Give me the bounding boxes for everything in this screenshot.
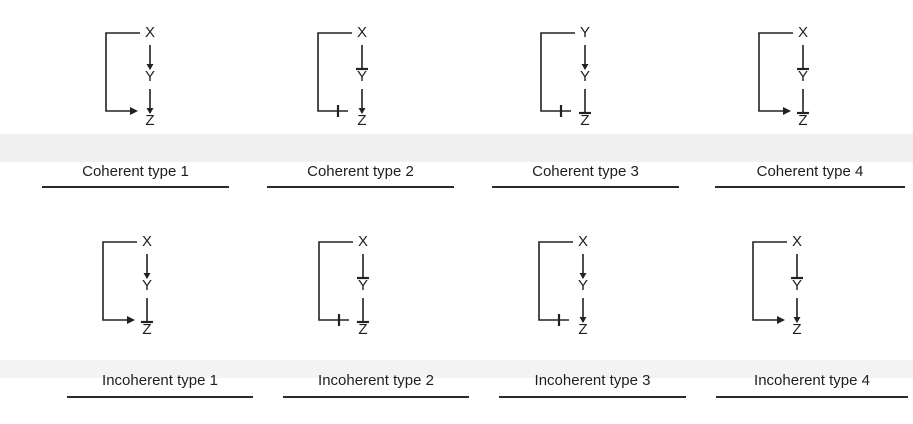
x-to-z-edge xyxy=(540,32,575,112)
motif-graph xyxy=(318,241,369,326)
node-top: X xyxy=(144,24,155,41)
motif-graph xyxy=(105,32,154,115)
background-band-top xyxy=(0,134,913,162)
caption-rule xyxy=(42,186,229,188)
motif-caption: Incoherent type 1 xyxy=(102,372,218,389)
x-to-z-arrowhead-icon xyxy=(127,316,135,324)
node-bot: Z xyxy=(357,112,367,129)
node-top: X xyxy=(797,24,808,41)
motif-graph xyxy=(317,32,368,117)
node-bot: Z xyxy=(358,321,368,338)
motif-graph xyxy=(102,241,153,324)
node-mid: Y xyxy=(577,277,588,294)
motif-caption: Incoherent type 2 xyxy=(318,372,434,389)
caption-rule xyxy=(492,186,679,188)
ffl-motif-6: X Y Z xyxy=(263,233,463,338)
motif-graph xyxy=(540,32,591,117)
node-bot: Z xyxy=(145,112,155,129)
motif-caption: Incoherent type 3 xyxy=(534,372,651,389)
y-to-z-arrowhead-icon xyxy=(358,108,366,114)
x-to-y-arrowhead-icon xyxy=(146,64,154,70)
y-to-z-arrowhead-icon xyxy=(793,317,801,323)
ffl-motif-1: X Y Z xyxy=(50,24,250,129)
x-to-z-edge xyxy=(317,32,352,112)
background-band-bottom xyxy=(0,360,913,378)
caption-rule xyxy=(716,396,908,398)
node-top: Y xyxy=(579,24,590,41)
x-to-z-edge xyxy=(752,241,787,321)
caption-rule xyxy=(715,186,905,188)
caption-rule xyxy=(67,396,253,398)
node-top: X xyxy=(357,233,368,250)
node-mid: Y xyxy=(144,68,155,85)
node-bot: Z xyxy=(142,321,152,338)
x-to-z-edge xyxy=(758,32,793,112)
x-to-z-arrowhead-icon xyxy=(783,107,791,115)
motif-graph xyxy=(758,32,809,115)
node-top: X xyxy=(791,233,802,250)
x-to-z-arrowhead-icon xyxy=(130,107,138,115)
node-mid: Y xyxy=(791,277,802,294)
ffl-motif-8: X Y Z xyxy=(697,233,897,338)
node-top: X xyxy=(141,233,152,250)
ffl-motif-3: Y Y Z xyxy=(485,24,685,129)
caption-rule xyxy=(499,396,686,398)
node-bot: Z xyxy=(578,321,588,338)
node-top: X xyxy=(356,24,367,41)
caption-rule xyxy=(267,186,454,188)
node-bot: Z xyxy=(792,321,802,338)
x-to-y-arrowhead-icon xyxy=(579,273,587,279)
motif-caption: Coherent type 4 xyxy=(756,163,864,180)
motif-graph xyxy=(752,241,803,324)
node-mid: Y xyxy=(141,277,152,294)
node-mid: Y xyxy=(356,68,367,85)
motif-graph xyxy=(538,241,587,326)
caption-rule xyxy=(283,396,469,398)
ffl-motif-7: X Y Z xyxy=(483,233,683,338)
x-to-z-edge xyxy=(538,241,573,321)
node-top: X xyxy=(577,233,588,250)
x-to-y-arrowhead-icon xyxy=(143,273,151,279)
x-to-z-arrowhead-icon xyxy=(777,316,785,324)
ffl-motif-5: X Y Z xyxy=(47,233,247,338)
motif-caption: Coherent type 2 xyxy=(307,163,414,180)
x-to-z-edge xyxy=(318,241,353,321)
motif-caption: Coherent type 1 xyxy=(82,163,189,180)
node-bot: Z xyxy=(580,112,590,129)
x-to-z-edge xyxy=(102,241,137,321)
node-mid: Y xyxy=(579,68,590,85)
ffl-motif-4: X Y Z xyxy=(703,24,903,129)
node-mid: Y xyxy=(797,68,808,85)
node-bot: Z xyxy=(798,112,808,129)
x-to-z-edge xyxy=(105,32,140,112)
y-to-z-arrowhead-icon xyxy=(146,108,154,114)
y-to-z-arrowhead-icon xyxy=(579,317,587,323)
motif-caption: Coherent type 3 xyxy=(532,163,639,180)
motif-caption: Incoherent type 4 xyxy=(754,372,870,389)
ffl-motif-2: X Y Z xyxy=(262,24,462,129)
x-to-y-arrowhead-icon xyxy=(581,64,589,70)
node-mid: Y xyxy=(357,277,368,294)
